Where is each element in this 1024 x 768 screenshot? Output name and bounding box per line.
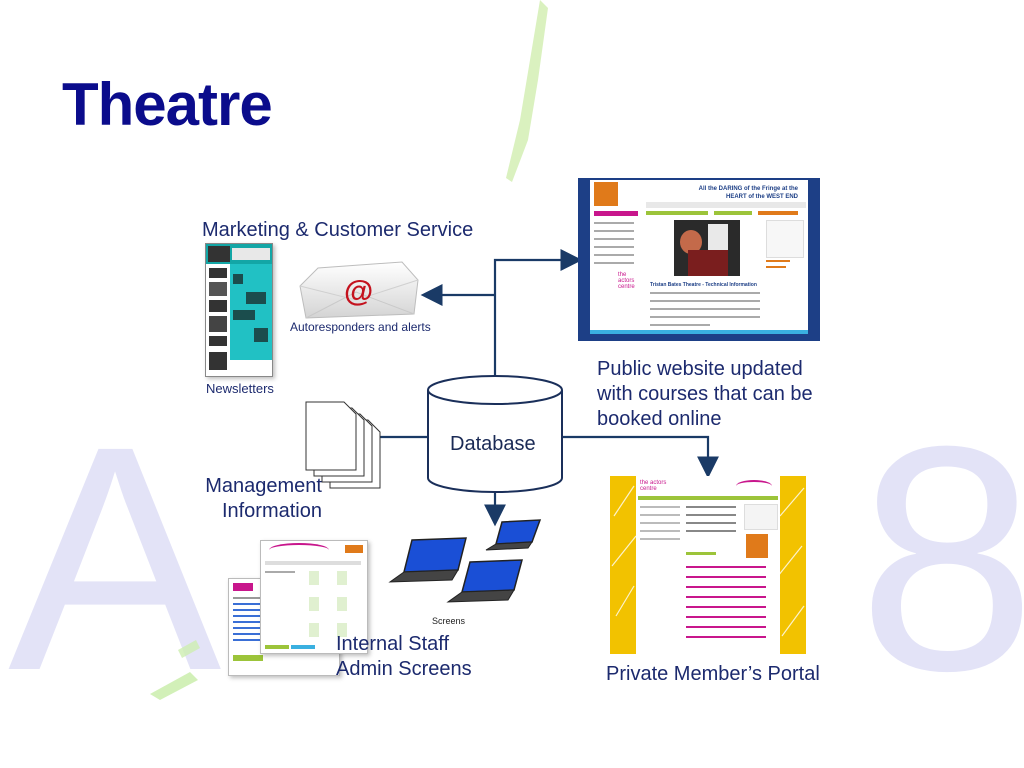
portal-brand: the actors centre: [640, 480, 667, 492]
newsletters-label: Newsletters: [206, 381, 274, 396]
management-label: Management Information: [205, 475, 322, 522]
public-website-label: Public website updated with courses that…: [597, 358, 813, 430]
public-website-thumbnail: All the DARING of the Fringe at the HEAR…: [578, 178, 820, 341]
screens-label: Screens: [432, 616, 466, 626]
slide-title: Theatre: [62, 71, 273, 138]
background-letter-8: 8: [858, 379, 1024, 737]
database-label: Database: [450, 433, 536, 455]
newsletter-thumbnail: [205, 243, 273, 377]
member-portal-thumbnail: the actors centre: [610, 476, 806, 654]
internal-staff-label: Internal Staff Admin Screens: [336, 633, 472, 680]
svg-text:@: @: [344, 275, 373, 308]
admin-screen-back: [260, 540, 368, 654]
website-headline: All the DARING of the Fringe at the HEAR…: [698, 186, 798, 200]
website-brand: the actors centre: [618, 272, 635, 290]
autoresponders-label: Autoresponders and alerts: [290, 320, 431, 334]
marketing-label: Marketing & Customer Service: [202, 219, 474, 241]
background-letter-a: A: [8, 379, 222, 737]
member-portal-label: Private Member’s Portal: [606, 663, 820, 685]
website-section-title: Tristan Bates Theatre - Technical Inform…: [650, 282, 757, 288]
